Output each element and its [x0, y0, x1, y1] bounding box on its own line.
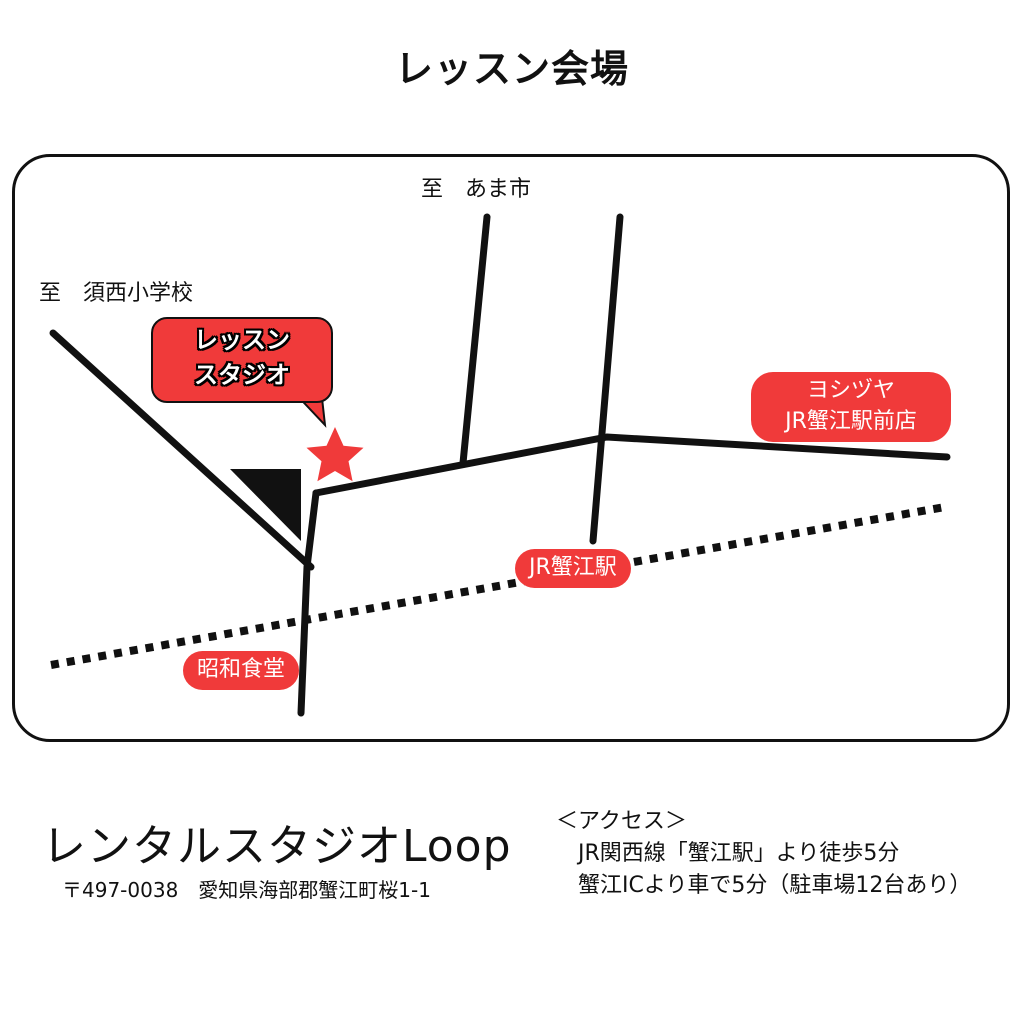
map-canvas: [49, 213, 951, 717]
landmark-jr-kanie-station: JR蟹江駅: [515, 549, 631, 588]
road-vertical-studio: [297, 489, 320, 717]
studio-bubble-line-1: レッスン: [194, 326, 290, 354]
studio-name: レンタルスタジオLoop: [42, 821, 512, 872]
road-to-ama-right: [589, 213, 624, 545]
road-main-east: [312, 433, 951, 497]
road-to-ama-left: [459, 213, 491, 467]
studio-bubble-text: レッスン スタジオ: [151, 323, 333, 393]
direction-label-ama: 至 あま市: [421, 177, 532, 202]
map-frame: 至 あま市 至 須西小学校 レッスン スタジオ ヨシヅヤ JR蟹江駅前店 JR蟹…: [12, 154, 1010, 742]
landmark-showa-shokudo: 昭和食堂: [183, 651, 300, 690]
studio-address: 〒497-0038 愛知県海部郡蟹江町桜1-1: [62, 878, 431, 902]
black-triangle-icon: [230, 469, 301, 541]
page-title: レッスン会場: [394, 47, 629, 91]
landmark-yoshizuya-line-1: ヨシヅヤ: [806, 378, 895, 403]
landmark-yoshizuya: ヨシヅヤ JR蟹江駅前店: [751, 372, 951, 442]
access-line-car: 蟹江ICより車で5分（駐車場12台あり）: [578, 873, 972, 898]
landmark-yoshizuya-line-2: JR蟹江駅前店: [785, 408, 917, 434]
railway-line: [50, 503, 946, 669]
access-line-train: JR関西線「蟹江駅」より徒歩5分: [578, 841, 900, 866]
studio-speech-bubble: [151, 317, 333, 403]
access-info: ＜アクセス＞ JR関西線「蟹江駅」より徒歩5分 蟹江ICより車で5分（駐車場12…: [556, 806, 971, 902]
road-diagonal: [49, 329, 315, 571]
access-heading: ＜アクセス＞: [556, 809, 687, 834]
studio-bubble-line-2: スタジオ: [194, 360, 290, 389]
direction-label-sunasai: 至 須西小学校: [39, 281, 194, 306]
red-star-icon: [306, 427, 364, 482]
